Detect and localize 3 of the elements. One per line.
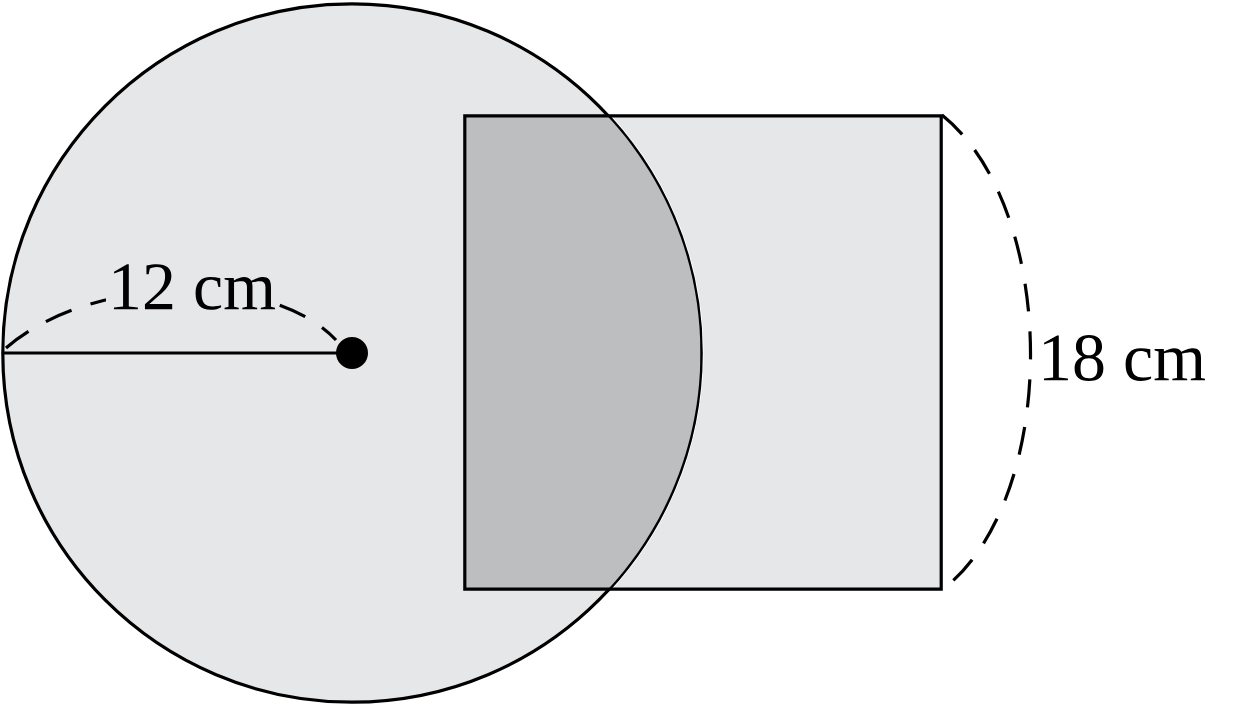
square: [463, 114, 943, 591]
dimension-label: 12 cm: [105, 262, 279, 312]
dimension-label: 18 cm: [1036, 333, 1209, 383]
